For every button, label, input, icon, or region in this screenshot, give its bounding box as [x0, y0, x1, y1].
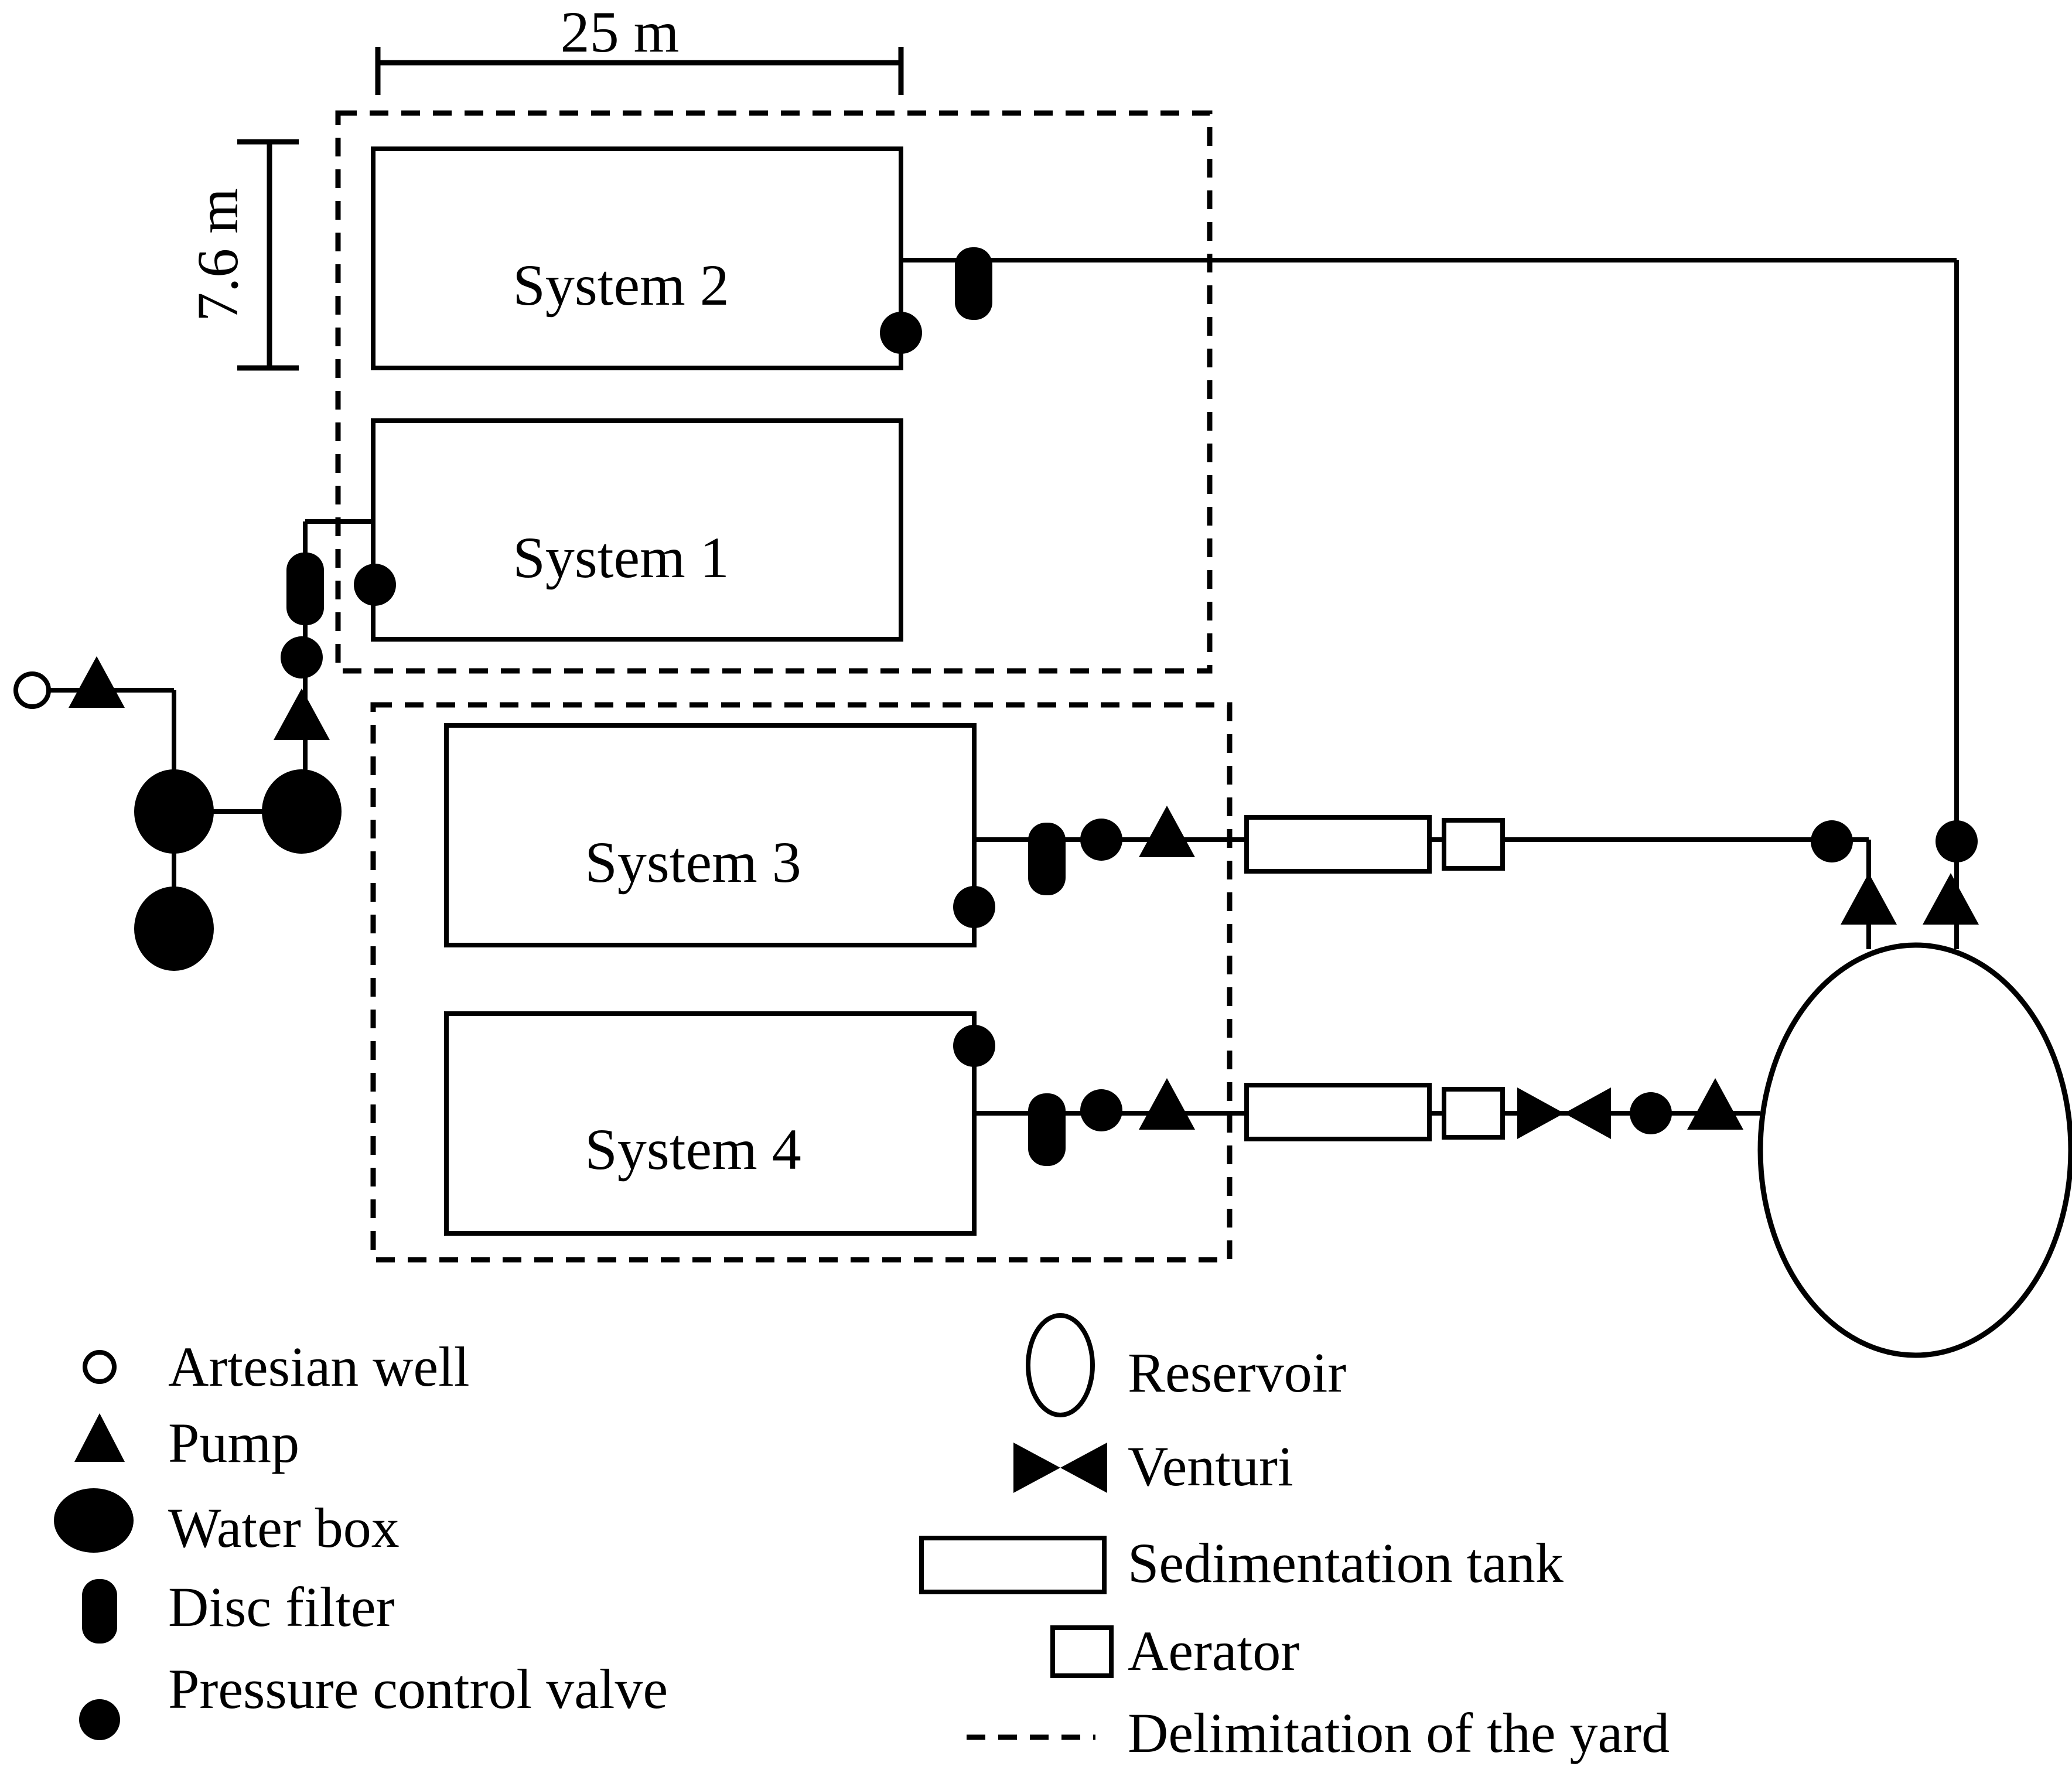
legend-aerator-icon [1050, 1625, 1114, 1678]
pump [1687, 1078, 1743, 1130]
yard-boundary-lower [370, 702, 1233, 1263]
legend-artesian-well-icon [83, 1350, 117, 1384]
legend-reservoir-icon [1026, 1313, 1095, 1417]
legend-venturi-label: Venturi [1128, 1435, 1293, 1498]
pump [1139, 806, 1195, 857]
pressure-control-valve [354, 564, 396, 606]
pressure-control-valve [880, 312, 922, 354]
legend-delimitation-label: Delimitation of the yard [1128, 1702, 1670, 1764]
legend-disc-filter-icon [82, 1579, 117, 1644]
pump [1841, 873, 1897, 925]
pressure-control-valve [953, 886, 995, 928]
venturi [1517, 1087, 1564, 1139]
aerator [1442, 818, 1505, 871]
system-4-label: System 4 [585, 1117, 801, 1182]
pump [1139, 1078, 1195, 1130]
disc-filter [1028, 823, 1066, 895]
width-dimension [375, 47, 904, 95]
pump [69, 656, 125, 708]
sedimentation-tank [1244, 1083, 1432, 1141]
legend-venturi-icon [1013, 1443, 1060, 1493]
width-dimension-label: 25 m [561, 0, 680, 64]
pump [274, 688, 330, 740]
height-dimension [237, 139, 299, 371]
legend-water-box-icon [54, 1488, 134, 1553]
legend-reservoir-label: Reservoir [1128, 1341, 1346, 1404]
legend-pressure-control-valve-icon [79, 1699, 120, 1740]
pressure-control-valve [1811, 820, 1853, 862]
system-3-label: System 3 [585, 830, 801, 895]
legend-pressure-control-valve-label: Pressure control valve [168, 1658, 668, 1720]
pressure-control-valve [1080, 1089, 1122, 1131]
system-4-plot [444, 1011, 977, 1236]
venturi [1564, 1087, 1611, 1139]
legend-sedimentation-tank-icon [919, 1536, 1107, 1594]
reservoir [1757, 942, 2072, 1358]
pressure-control-valve [1936, 820, 1978, 862]
legend: Artesian well Pump Water box Disc filter… [54, 1313, 1670, 1764]
water-box [262, 769, 342, 854]
pump [1923, 873, 1979, 925]
legend-artesian-well-label: Artesian well [168, 1335, 470, 1398]
system-3-plot [444, 723, 977, 947]
pressure-control-valve [1080, 819, 1122, 861]
disc-filter [955, 247, 992, 320]
water-box [134, 886, 214, 971]
water-box [134, 769, 214, 854]
sedimentation-tank [1244, 815, 1432, 874]
system-1-plot [371, 418, 903, 642]
artesian-well [13, 671, 51, 709]
pipe-network [50, 258, 1959, 1116]
legend-aerator-label: Aerator [1128, 1619, 1299, 1682]
pressure-control-valve [1630, 1092, 1672, 1134]
legend-venturi-icon [1060, 1443, 1107, 1493]
disc-filter [286, 553, 324, 625]
legend-sedimentation-tank-label: Sedimentation tank [1128, 1532, 1564, 1594]
legend-water-box-label: Water box [168, 1496, 400, 1559]
pressure-control-valve [953, 1025, 995, 1067]
legend-pump-icon [74, 1413, 125, 1462]
system-1-label: System 1 [513, 525, 729, 590]
aerator [1442, 1087, 1505, 1140]
height-dimension-label: 7.6 m [185, 188, 250, 322]
disc-filter [1028, 1093, 1066, 1166]
legend-pump-label: Pump [168, 1411, 299, 1474]
system-2-label: System 2 [513, 253, 729, 318]
pressure-control-valve [281, 636, 323, 678]
legend-disc-filter-label: Disc filter [168, 1576, 395, 1638]
yard-boundary-upper [335, 110, 1213, 674]
